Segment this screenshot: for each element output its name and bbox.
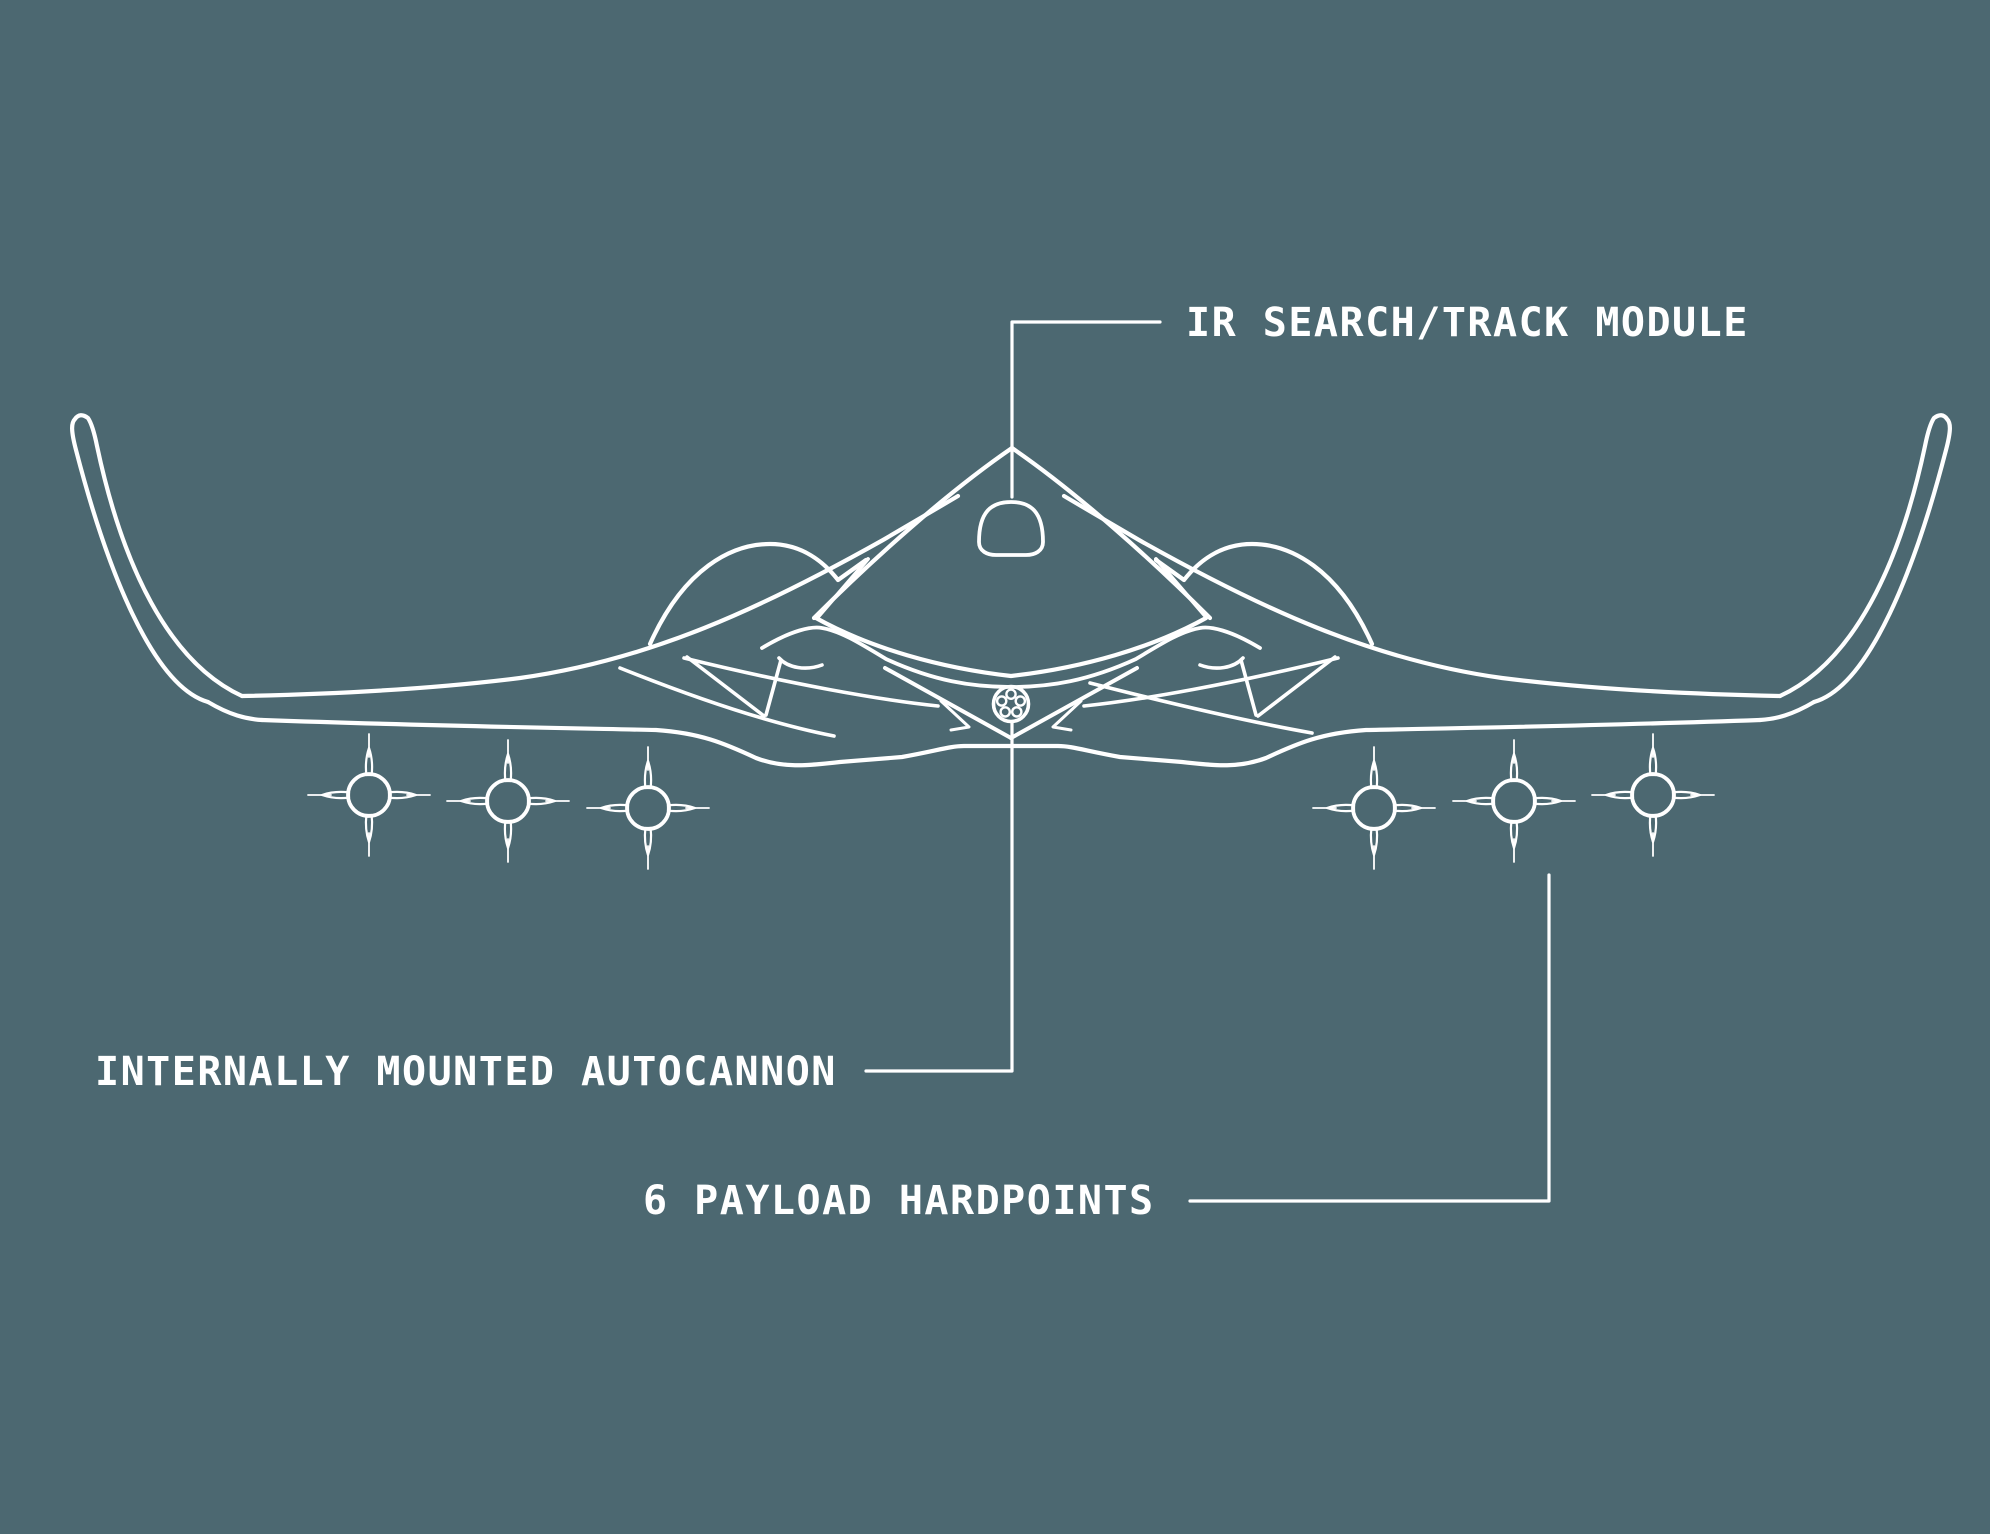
hardpoint-symbol [445, 738, 571, 864]
canopy-slope-left [811, 445, 1015, 621]
belly-v-line-left [883, 666, 1013, 740]
leader-hardpoints [1188, 873, 1551, 1203]
hardpoint-symbol [1451, 738, 1577, 864]
inlet-lip-arc-right [1198, 656, 1245, 670]
inlet-lip-arc-left [777, 656, 824, 670]
winglet-left-outer-edge [70, 413, 245, 705]
hardpoint-symbol [1590, 732, 1716, 858]
engine-hump-left [647, 541, 869, 647]
muzzle-barrel [995, 695, 1008, 707]
aft-facet-line-right [1088, 681, 1314, 735]
canopy-inner-edge-left [816, 557, 870, 619]
leader-ir-module [1010, 320, 1162, 499]
hardpoint-symbol [306, 732, 432, 858]
winglet-right-lower-blend [1757, 699, 1817, 723]
label-ir-search-track-module: IR SEARCH/TRACK MODULE [1186, 300, 1749, 346]
aft-facet-line-left [618, 666, 836, 738]
wing-leading-edge-right [1061, 493, 1783, 699]
hardpoint-symbol [585, 745, 711, 871]
chine-line-left [682, 656, 940, 708]
leader-lines [864, 320, 1551, 1203]
canopy-inner-edge-right [1154, 557, 1208, 619]
label-payload-hardpoints: 6 PAYLOAD HARDPOINTS [643, 1178, 1155, 1224]
engine-hump-right [1153, 541, 1375, 647]
ir-sensor-dome [977, 500, 1045, 557]
belly-gusset-left [939, 699, 971, 732]
autocannon-muzzle [991, 684, 1031, 724]
wing-leading-edge-left [239, 493, 961, 699]
forebody-sweep-curve [813, 615, 1209, 679]
belly-gusset-right [1051, 699, 1083, 732]
muzzle-barrel [1005, 688, 1017, 701]
winglet-left-lower-blend [205, 699, 265, 723]
chine-line-right [1082, 656, 1340, 708]
belly-v-line-right [1009, 666, 1139, 740]
muzzle-barrel [1011, 706, 1023, 718]
hardpoint-symbol [1311, 745, 1437, 871]
muzzle-barrel [1014, 695, 1027, 707]
winglet-right-outer-edge [1777, 413, 1952, 705]
facet-cross-right [1239, 655, 1337, 718]
muzzle-barrel [999, 706, 1012, 718]
leader-autocannon [864, 720, 1014, 1073]
label-internally-mounted-autocannon: INTERNALLY MOUNTED AUTOCANNON [95, 1049, 837, 1095]
facet-cross-left [685, 655, 783, 718]
